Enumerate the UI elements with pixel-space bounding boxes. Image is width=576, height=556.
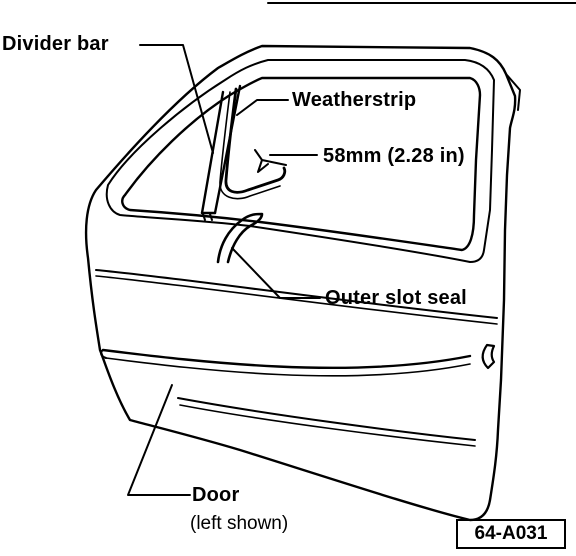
leader-weatherstrip <box>236 99 289 116</box>
dimension-bracket <box>254 149 287 173</box>
lower-molding-2 <box>179 404 476 447</box>
figure-id-box: 64-A031 <box>456 519 566 549</box>
window-frame-outer <box>105 59 495 263</box>
door-label: Door <box>192 484 240 506</box>
dimension-label: 58mm (2.28 in) <box>323 145 465 167</box>
outer-slot-seal-label: Outer slot seal <box>325 287 467 309</box>
body-molding <box>101 348 472 370</box>
lower-molding <box>177 397 476 441</box>
divider-bar-label: Divider bar <box>2 33 109 55</box>
belt-molding-upper-2 <box>95 275 498 325</box>
leader-divider-bar <box>139 44 214 154</box>
door-outline <box>84 44 517 522</box>
weatherstrip <box>224 87 287 194</box>
slot-seal-tick <box>202 213 206 221</box>
slot-seal-tick-2 <box>209 213 213 221</box>
door-latch <box>481 343 496 370</box>
door-note-label: (left shown) <box>190 513 289 534</box>
weatherstrip-label: Weatherstrip <box>292 89 417 111</box>
leader-door <box>127 384 191 496</box>
door-edge-line <box>505 73 521 111</box>
body-molding-2 <box>105 357 471 377</box>
weatherstrip-inner <box>219 91 281 200</box>
figure-id: 64-A031 <box>474 523 548 544</box>
belt-molding-upper <box>95 269 498 319</box>
body-molding-cap <box>100 349 107 359</box>
leader-outer-slot-seal <box>231 247 321 299</box>
outer-slot-seal <box>216 212 264 264</box>
